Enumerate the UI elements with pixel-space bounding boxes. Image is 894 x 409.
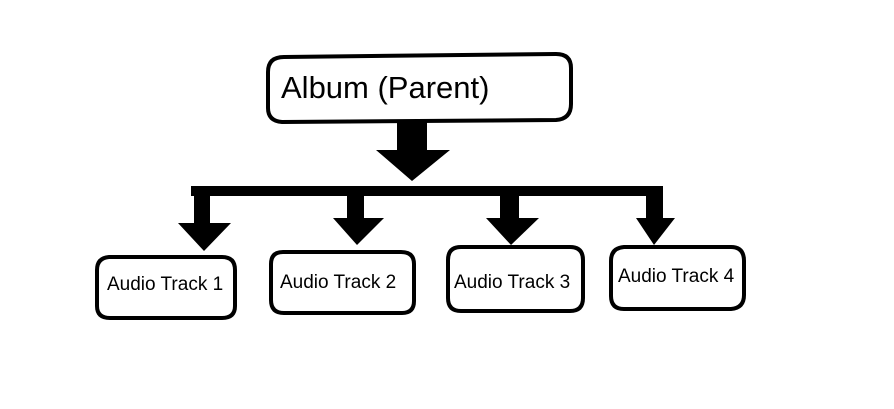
child-node-box — [95, 255, 237, 320]
child-node-box — [446, 245, 585, 313]
connector-bus — [191, 186, 663, 196]
child-arrow-1 — [178, 191, 231, 251]
child-node-label: Audio Track 3 — [454, 272, 570, 293]
parent-node: Album (Parent) — [266, 51, 573, 125]
child-node-3: Audio Track 3 — [446, 245, 585, 313]
child-node-box — [269, 250, 416, 315]
child-node-4: Audio Track 4 — [609, 245, 746, 311]
child-arrow-3 — [486, 191, 539, 245]
child-node-label: Audio Track 2 — [280, 272, 396, 293]
child-arrow-2 — [333, 191, 384, 245]
parent-arrow — [376, 122, 450, 181]
child-node-1: Audio Track 1 — [95, 255, 237, 320]
parent-node-box — [266, 51, 573, 125]
parent-node-label: Album (Parent) — [281, 70, 489, 105]
child-arrow-4 — [636, 191, 675, 245]
child-node-box — [609, 245, 746, 311]
child-node-label: Audio Track 1 — [107, 274, 223, 295]
child-node-label: Audio Track 4 — [618, 266, 735, 287]
child-node-2: Audio Track 2 — [269, 250, 416, 315]
